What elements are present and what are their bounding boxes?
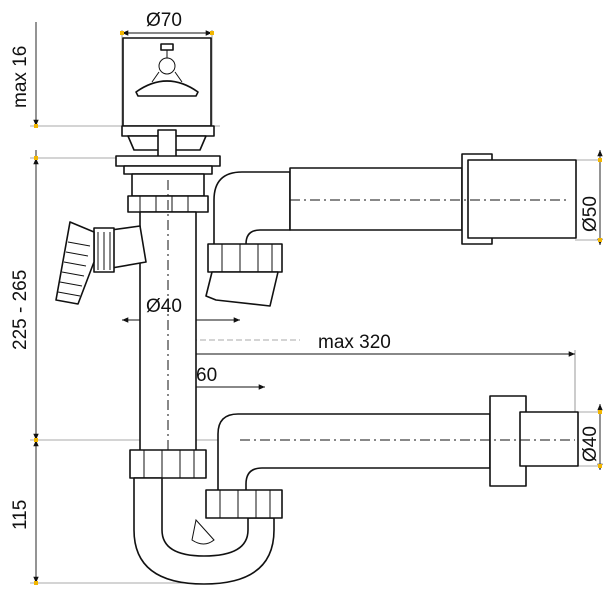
trap-bend	[129, 449, 283, 585]
right-dimension-lines	[597, 150, 603, 470]
strainer-diameter-label: Ø70	[146, 10, 182, 31]
dimension-tick	[34, 438, 38, 442]
outlet-lower-diameter-label: Ø40	[580, 426, 601, 462]
hose-connector	[55, 221, 147, 305]
dimension-tick	[34, 156, 38, 160]
height-max-label: max 16	[10, 46, 31, 108]
outlet-upper-diameter-label: Ø50	[580, 196, 601, 232]
strainer-basket	[115, 37, 221, 175]
offset-label: 60	[196, 365, 217, 386]
height-bottom-label: 115	[10, 500, 31, 530]
extension-lines	[30, 30, 600, 584]
upper-outlet	[205, 153, 577, 307]
vertical-pipe	[127, 173, 209, 460]
dimension-tick	[34, 124, 38, 128]
height-range-label: 225 - 265	[10, 270, 31, 350]
outlet-length-label: max 320	[318, 332, 391, 353]
dimension-tick	[34, 581, 38, 585]
left-dimension-lines	[33, 22, 39, 585]
lower-outlet	[217, 395, 579, 493]
pipe-diameter-label: Ø40	[146, 296, 182, 317]
